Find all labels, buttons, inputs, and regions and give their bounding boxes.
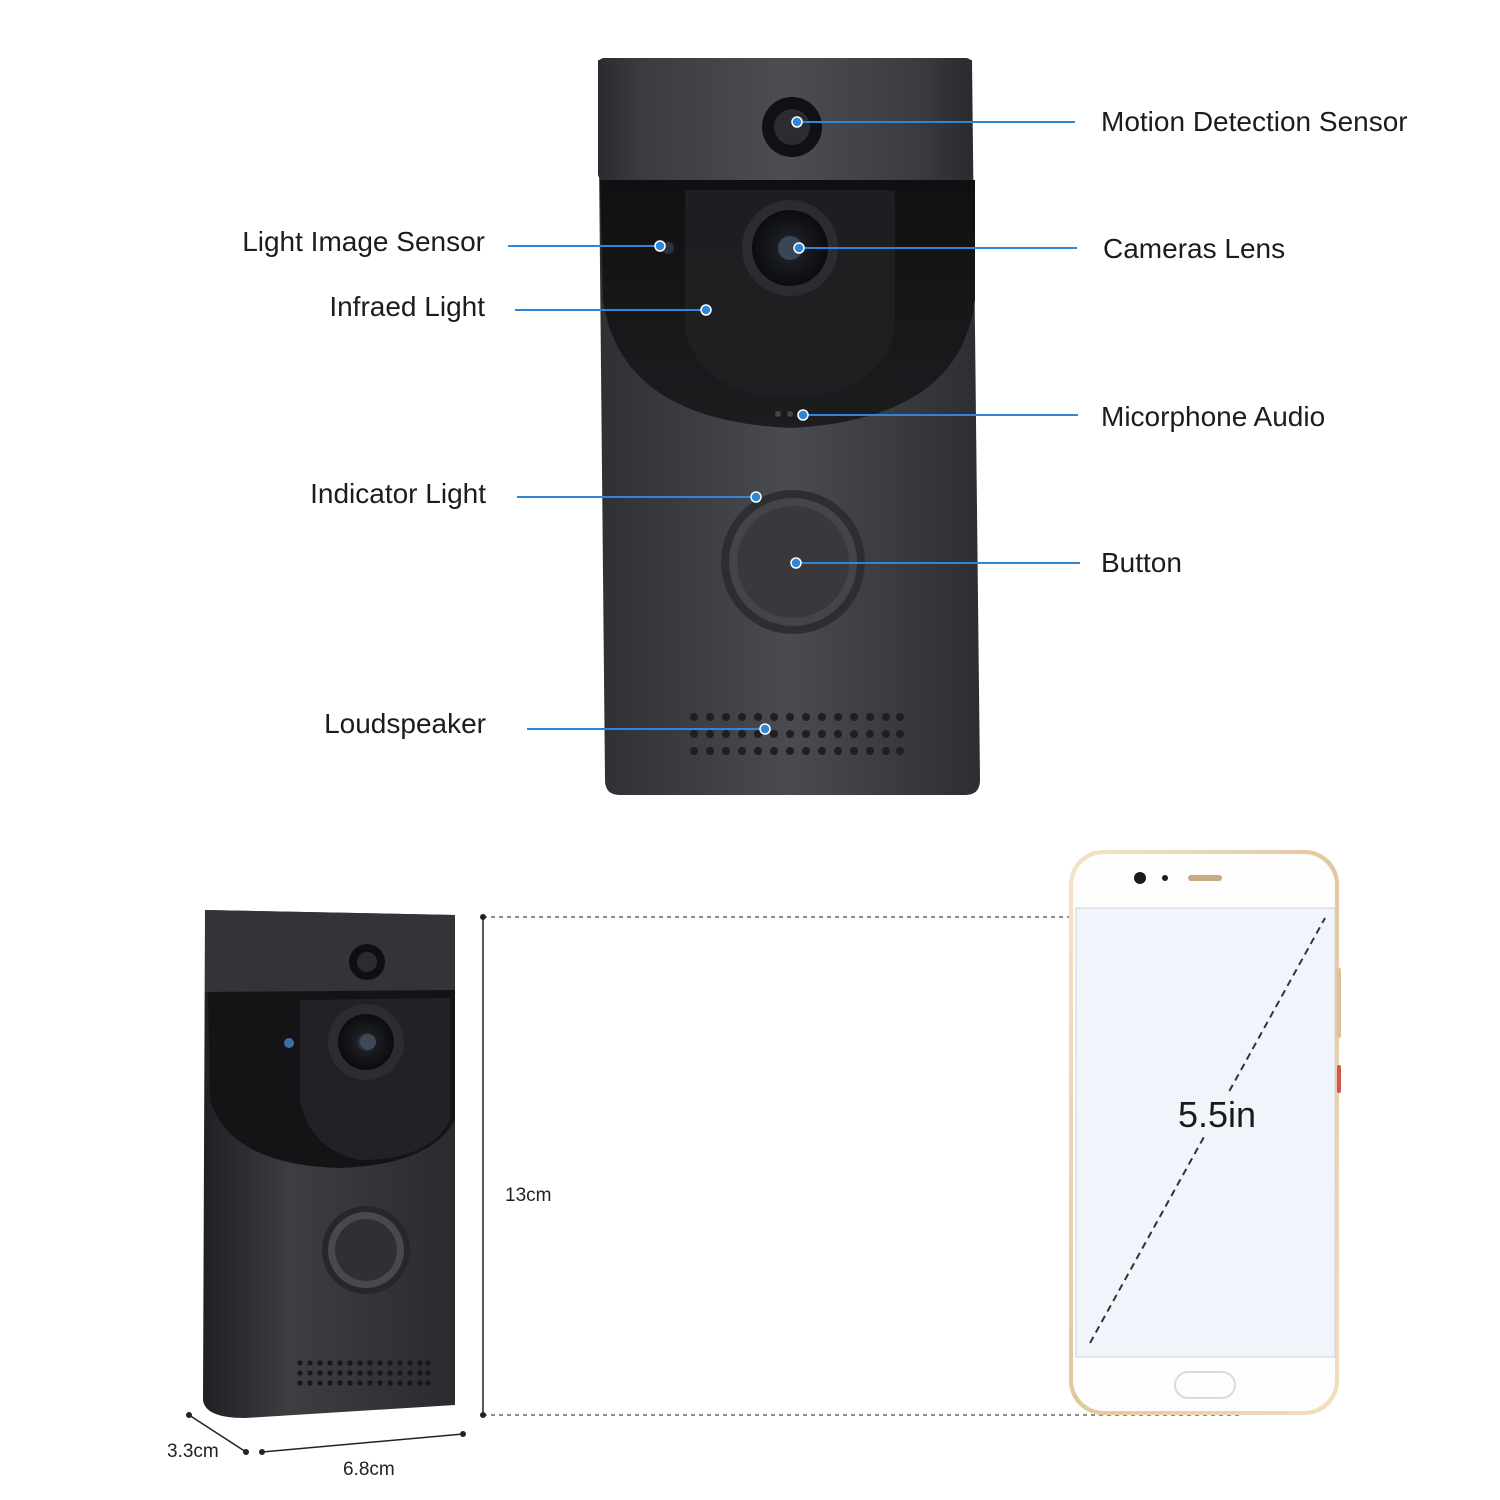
callout-camera-lens: Cameras Lens: [1103, 233, 1286, 264]
small-speaker-grille-icon: [297, 1360, 431, 1386]
callout-light-image-sensor: Light Image Sensor: [242, 226, 485, 257]
callout-button: Button: [1101, 547, 1182, 578]
microphone-icon: [775, 411, 781, 417]
speaker-grille-icon: [690, 713, 904, 755]
phone-earpiece-icon: [1188, 875, 1222, 881]
phone-front-camera-icon: [1134, 872, 1146, 884]
dimension-height-label: 13cm: [505, 1185, 552, 1206]
callout-indicator-light: Indicator Light: [310, 478, 486, 509]
dimension-depth-label: 3.3cm: [167, 1441, 219, 1462]
phone-screen-size-label: 5.5in: [1176, 1094, 1259, 1136]
callout-infrared-light: Infraed Light: [329, 291, 485, 322]
phone-home-button-icon: [1174, 1371, 1236, 1399]
callout-microphone: Micorphone Audio: [1101, 401, 1326, 432]
dimension-width-label: 6.8cm: [343, 1459, 395, 1480]
callout-loudspeaker: Loudspeaker: [324, 708, 486, 739]
callout-motion-sensor: Motion Detection Sensor: [1101, 106, 1408, 137]
